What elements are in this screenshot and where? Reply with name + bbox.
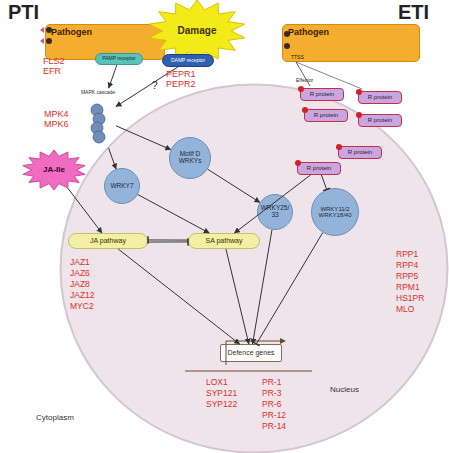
effector-dot [356, 112, 362, 118]
pamp-spike [40, 38, 44, 44]
annotation-label: Cytoplasm [36, 414, 74, 422]
diagram-node: WRKY11/2 WRKY18/40 [311, 188, 359, 236]
diagram-node: Motif D WRKYs [169, 137, 211, 179]
effector-dot [356, 89, 362, 95]
gene-label: MPK4 [44, 110, 69, 119]
gene-label: MYC2 [70, 302, 94, 311]
effector-dot [336, 144, 342, 150]
diagram-node: JA pathway [68, 233, 148, 249]
node-label: R protein [307, 165, 331, 171]
node-label: SA pathway [206, 237, 243, 244]
diagram-node: PAMP receptor [95, 53, 143, 65]
node-outline [60, 84, 448, 453]
annotation-label: ETI [398, 2, 429, 22]
diagram-node: R protein [358, 114, 402, 127]
effector-dot [298, 86, 304, 92]
diagram-node: R protein [338, 146, 382, 159]
protein-circle [170, 138, 211, 179]
gene-label: MPK6 [44, 120, 69, 129]
diagram-node: WRKY25/ 33 [257, 194, 293, 230]
nucleus-region: Nucleus Motif D WRKYsWRKY7WRKY25/ 33 WRKY1… [60, 84, 448, 453]
node-label: R protein [368, 94, 392, 100]
diagram-node: R protein [300, 88, 344, 101]
node-label: MAPK cascade [81, 90, 115, 95]
diagram-node: Damage [148, 0, 246, 62]
node-label: Motif D WRKYs [169, 151, 211, 165]
protein-circle [258, 195, 293, 230]
node-label: Pathogen [288, 28, 329, 37]
gene-label: RPP1 [396, 250, 418, 259]
effector-dot [302, 107, 308, 113]
diagram-node: JA-Ile [22, 150, 86, 190]
node-label: WRKY7 [110, 183, 133, 190]
gene-label: SYP122 [206, 400, 237, 409]
diagram-node: SA pathway [188, 233, 260, 249]
node-label: WRKY11/2 WRKY18/40 [311, 206, 359, 219]
node-label: WRKY25/ 33 [257, 205, 293, 219]
node-label: JA-Ile [43, 166, 65, 174]
diagram-node: R protein [358, 91, 402, 104]
nucleus-shape [61, 85, 448, 453]
node-label: R protein [368, 117, 392, 123]
gene-label: JAZ6 [70, 269, 90, 278]
node-label: R protein [314, 112, 338, 118]
gene-label: PR-6 [262, 400, 281, 409]
node-label: Damage [178, 26, 217, 37]
node-outline [80, 88, 116, 148]
gene-label: LOX1 [206, 378, 228, 387]
starburst-shape [23, 150, 85, 190]
annotation-label: TTSS [291, 55, 304, 60]
gene-label: SYP121 [206, 389, 237, 398]
pamp-spike [40, 27, 44, 33]
gene-label: RPP5 [396, 272, 418, 281]
gene-label: RPP4 [396, 261, 418, 270]
gene-label: JAZ1 [70, 258, 90, 267]
protein-circle [105, 169, 140, 204]
diagram-node: WRKY7 [104, 168, 140, 204]
node-label: Pathogen [51, 28, 92, 37]
kinase-circle [93, 131, 105, 143]
starburst-shape [149, 0, 245, 62]
node-label: Nucleus [330, 386, 359, 394]
node-label: R protein [310, 91, 334, 97]
gene-label: PR-12 [262, 411, 286, 420]
ttss-needle [296, 62, 362, 89]
node-label: JA pathway [90, 237, 126, 244]
gene-label: RPM1 [396, 283, 420, 292]
gene-label: HS1PR [396, 294, 424, 303]
node-label: DAMP receptor [171, 58, 205, 63]
edge-label: ? [152, 81, 158, 91]
node-label: Defence genes [227, 349, 274, 356]
diagram-node: Defence genes [220, 344, 282, 362]
gene-label: PR-3 [262, 389, 281, 398]
gene-label: PEPR2 [166, 80, 196, 89]
annotation-label: PTI [8, 2, 39, 22]
gene-label: PR-14 [262, 422, 286, 431]
diagram-node: DAMP receptor [162, 54, 214, 67]
gene-label: MLO [396, 305, 414, 314]
diagram-node: R protein [297, 162, 341, 175]
protein-circle [312, 189, 359, 236]
gene-label: EFR [43, 67, 61, 76]
gene-label: JAZ8 [70, 280, 90, 289]
activation-arrow [109, 65, 117, 88]
gene-label: PEPR1 [166, 70, 196, 79]
node-label: R protein [348, 149, 372, 155]
gene-label: JAZ12 [70, 291, 95, 300]
gene-label: PR-1 [262, 378, 281, 387]
annotation-label: Effector [296, 78, 313, 83]
node-label: PAMP receptor [102, 56, 135, 61]
effector-dot [295, 160, 301, 166]
diagram-node: MAPK cascade [80, 88, 116, 148]
diagram-node: R protein [304, 109, 348, 122]
gene-label: FLS2 [43, 57, 65, 66]
